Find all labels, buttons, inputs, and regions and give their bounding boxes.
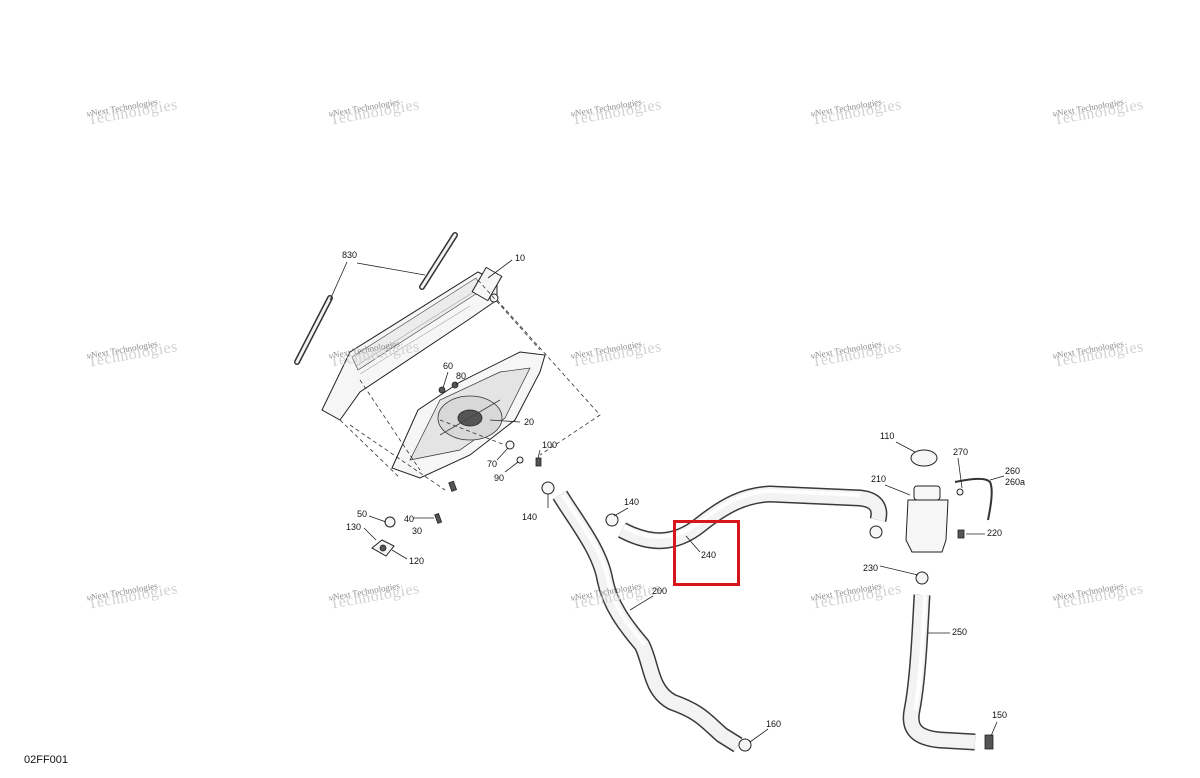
callout-260[interactable]: 260: [1005, 466, 1021, 476]
assembly-dash-lines: [339, 279, 601, 491]
radiator-side-bars: [294, 232, 458, 365]
callout-140-right[interactable]: 140: [624, 497, 640, 507]
diagram-code: 02FF001: [24, 754, 69, 766]
callout-230[interactable]: 230: [863, 563, 879, 573]
callout-830[interactable]: 830: [342, 250, 358, 260]
callout-250[interactable]: 250: [952, 627, 968, 637]
hose-250: [902, 594, 994, 751]
fan-shroud: [391, 351, 546, 479]
callout-150[interactable]: 150: [992, 710, 1008, 720]
callout-10[interactable]: 10: [515, 253, 526, 263]
callout-50[interactable]: 50: [357, 509, 368, 519]
coolant-reservoir: [905, 449, 993, 585]
leader-lines: [329, 259, 1005, 743]
callout-80[interactable]: 80: [456, 371, 467, 381]
callout-120[interactable]: 120: [409, 556, 425, 566]
callout-130[interactable]: 130: [346, 522, 362, 532]
callout-260a[interactable]: 260a: [1005, 477, 1026, 487]
highlight-box[interactable]: [673, 520, 740, 586]
callout-140-left[interactable]: 140: [522, 512, 538, 522]
callout-20[interactable]: 20: [524, 417, 535, 427]
callout-220[interactable]: 220: [987, 528, 1003, 538]
callout-30[interactable]: 30: [412, 526, 423, 536]
callout-70[interactable]: 70: [487, 459, 498, 469]
hose-240: [617, 485, 888, 550]
callout-160[interactable]: 160: [766, 719, 782, 729]
radiator: [321, 266, 503, 421]
callout-240[interactable]: 240: [701, 550, 717, 560]
hose-200: [552, 490, 752, 753]
callout-100[interactable]: 100: [542, 440, 558, 450]
callout-210[interactable]: 210: [871, 474, 887, 484]
callout-40[interactable]: 40: [404, 514, 415, 524]
callout-110[interactable]: 110: [880, 431, 895, 441]
callout-270[interactable]: 270: [953, 447, 969, 457]
callout-90[interactable]: 90: [494, 473, 505, 483]
callout-200[interactable]: 200: [652, 586, 668, 596]
hardware: [371, 381, 619, 557]
callout-60[interactable]: 60: [443, 361, 454, 371]
